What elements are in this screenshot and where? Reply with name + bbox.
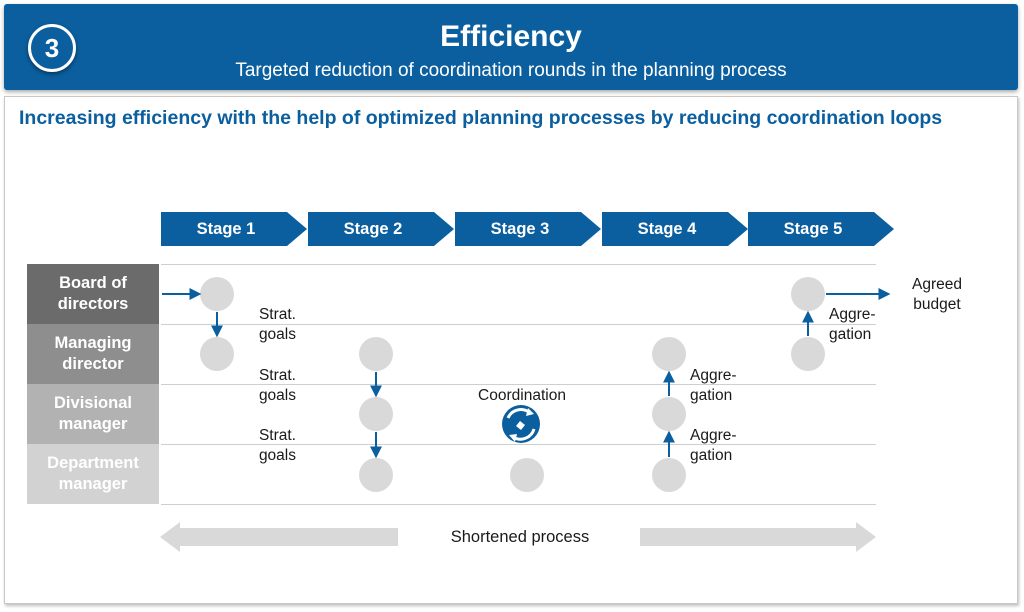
node-stage2-department bbox=[359, 458, 393, 492]
page-subtitle: Targeted reduction of coordination round… bbox=[235, 60, 787, 81]
node-stage5-board bbox=[791, 277, 825, 311]
lane-line bbox=[161, 384, 876, 385]
label-shortened-process: Shortened process bbox=[450, 528, 590, 546]
node-stage2-managing bbox=[359, 337, 393, 371]
lane-line bbox=[161, 324, 876, 325]
node-stage5-managing bbox=[791, 337, 825, 371]
label-strat-goals-1: Strat.goals bbox=[258, 306, 296, 343]
coordination-cycle-icon bbox=[502, 405, 540, 443]
section-number-badge: 3 bbox=[28, 24, 76, 72]
stage-2-chevron: Stage 2 bbox=[308, 212, 454, 246]
node-stage2-divisional bbox=[359, 397, 393, 431]
lane-line bbox=[161, 444, 876, 445]
stage-4-chevron: Stage 4 bbox=[602, 212, 748, 246]
stage-3-chevron: Stage 3 bbox=[455, 212, 601, 246]
label-strat-goals-3: Strat.goals bbox=[258, 427, 296, 464]
node-stage4-divisional bbox=[652, 397, 686, 431]
header-banner: 3 Efficiency Targeted reduction of coord… bbox=[4, 4, 1018, 90]
node-stage3-department bbox=[510, 458, 544, 492]
label-aggregation-stage4-upper: Aggre-gation bbox=[690, 367, 737, 404]
node-stage4-department bbox=[652, 458, 686, 492]
page-title: Efficiency bbox=[440, 20, 582, 53]
label-aggregation-stage5: Aggre-gation bbox=[829, 306, 876, 343]
lane-line bbox=[161, 504, 876, 505]
shortened-process-right-arrow bbox=[640, 522, 876, 552]
content-panel: Increasing efficiency with the help of o… bbox=[4, 96, 1018, 604]
stage-5-chevron: Stage 5 bbox=[748, 212, 894, 246]
label-coordination: Coordination bbox=[478, 387, 566, 404]
headline: Increasing efficiency with the help of o… bbox=[19, 107, 943, 129]
lane-line bbox=[161, 264, 876, 265]
node-stage1-board bbox=[200, 277, 234, 311]
node-stage1-managing bbox=[200, 337, 234, 371]
label-aggregation-stage4-lower: Aggre-gation bbox=[690, 427, 737, 464]
node-stage4-managing bbox=[652, 337, 686, 371]
stage-1-chevron: Stage 1 bbox=[161, 212, 307, 246]
label-strat-goals-2: Strat.goals bbox=[258, 367, 296, 404]
shortened-process-left-arrow bbox=[160, 522, 398, 552]
